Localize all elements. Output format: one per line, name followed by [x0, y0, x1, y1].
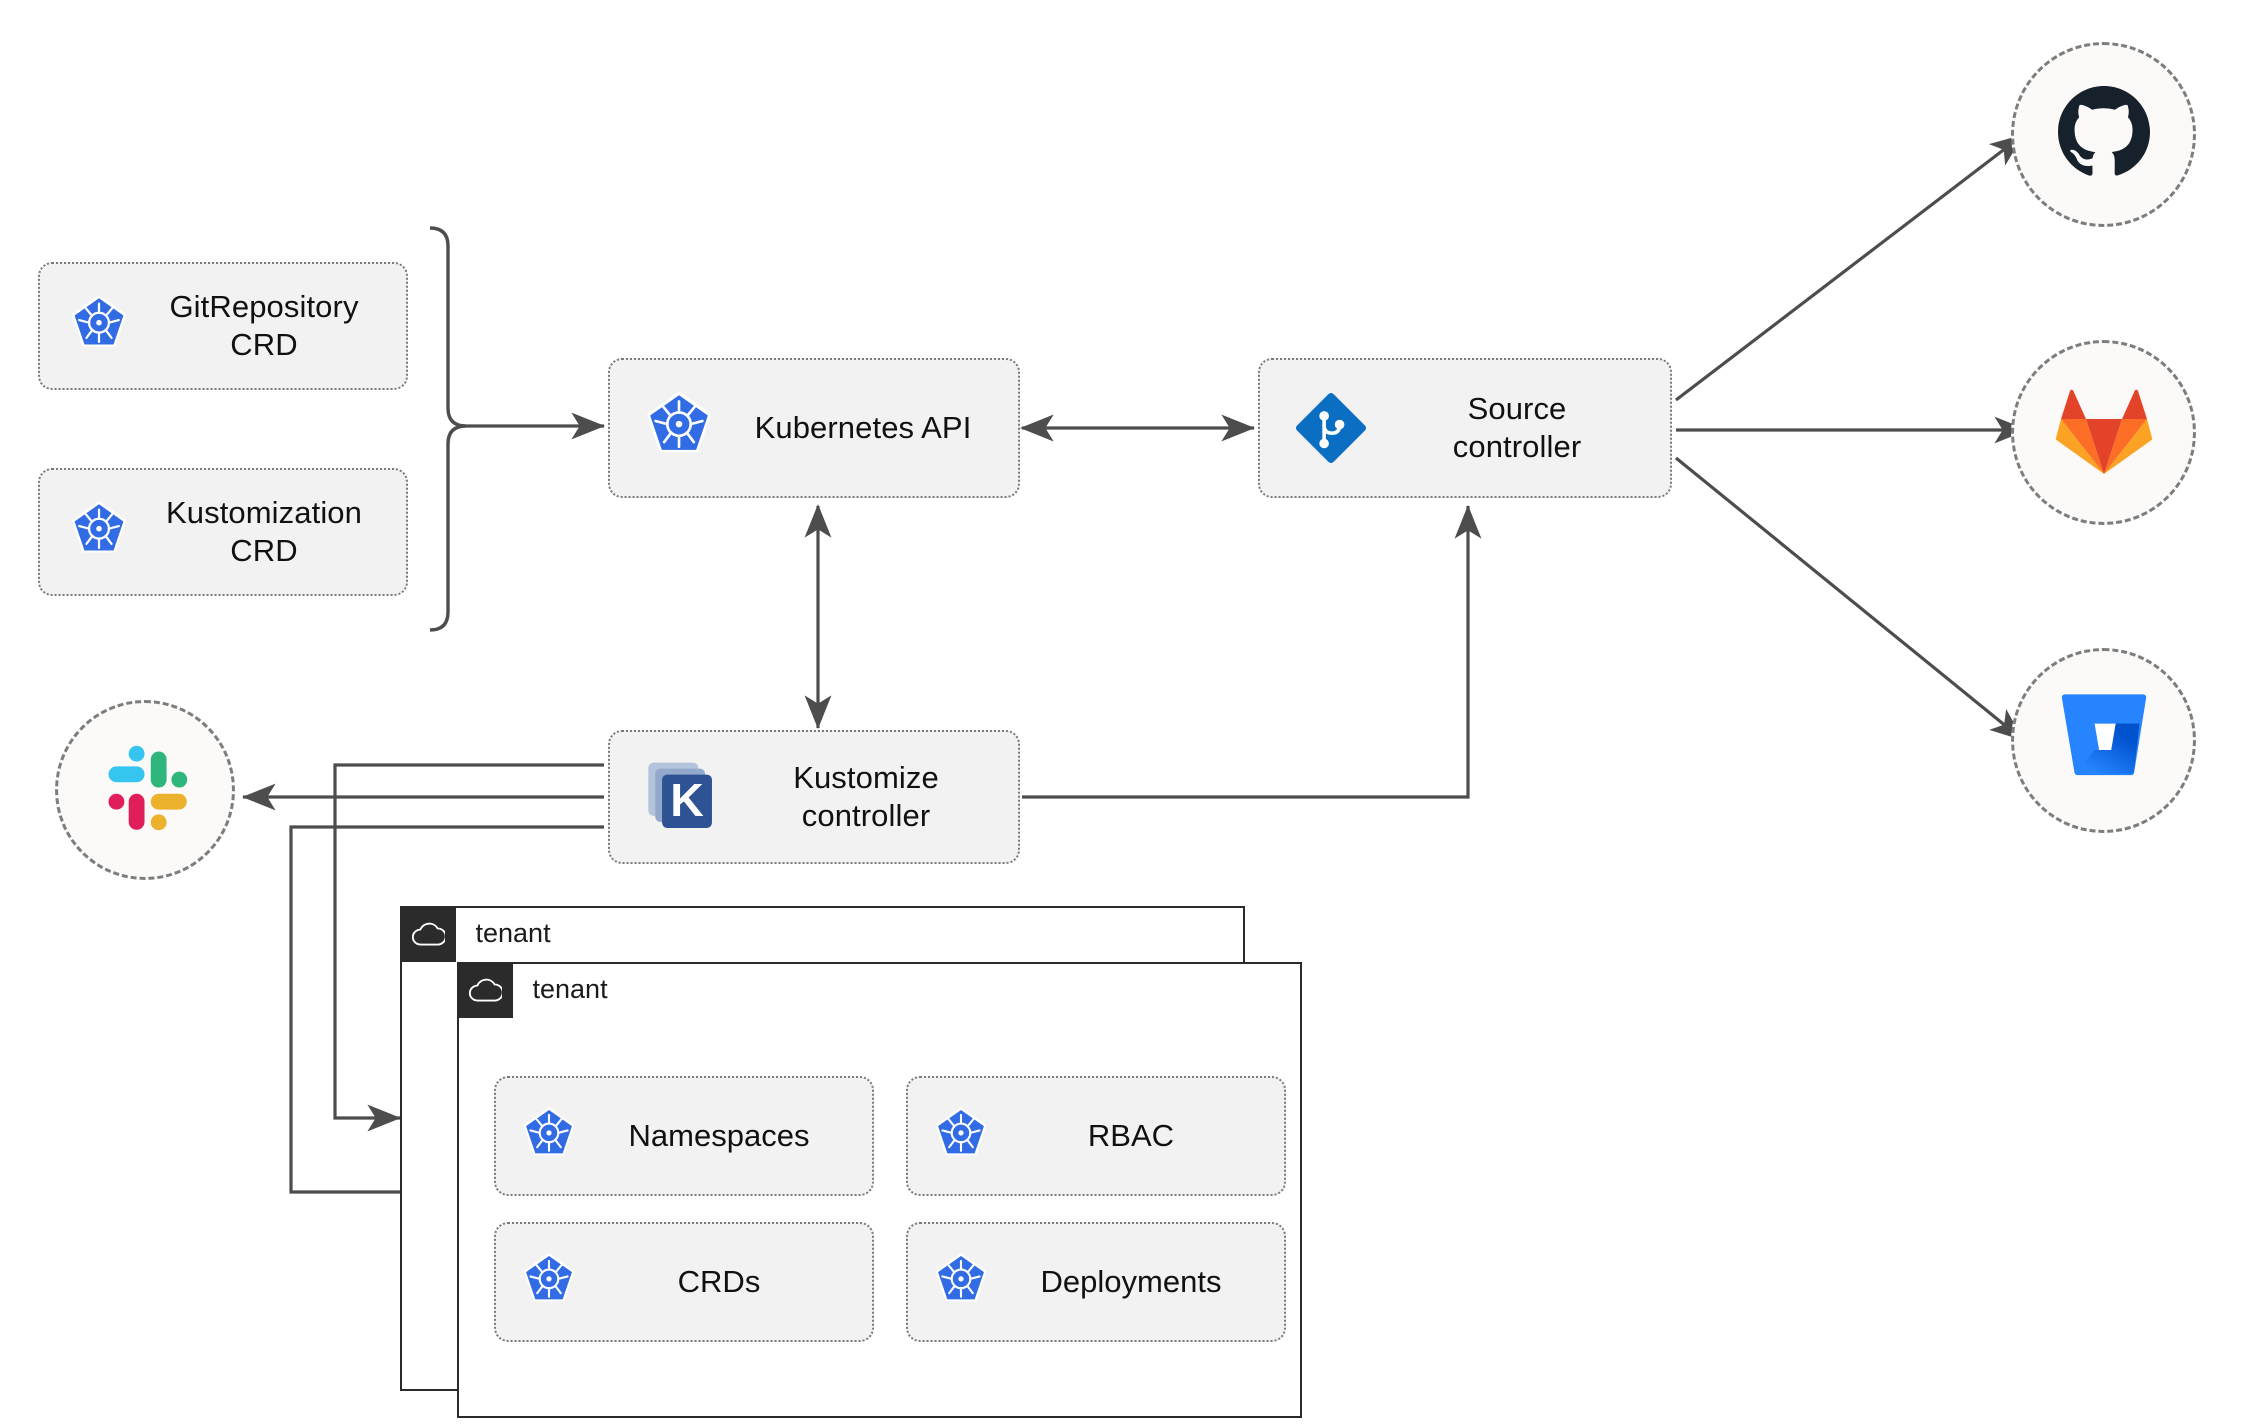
resource-label: Deployments: [1040, 1264, 1222, 1299]
resource-rbac[interactable]: RBAC: [906, 1076, 1286, 1196]
resource-crds[interactable]: CRDs: [494, 1222, 874, 1342]
edge-source-to-github: [1675, 133, 2024, 402]
kubernetes-icon: [908, 1105, 992, 1167]
service-gitlab[interactable]: [2011, 340, 2196, 525]
service-bitbucket[interactable]: [2011, 648, 2196, 833]
node-kubernetes-api[interactable]: Kubernetes API: [608, 358, 1020, 498]
kubernetes-icon: [496, 1251, 580, 1313]
resource-label: RBAC: [1087, 1118, 1175, 1153]
node-label: Kubernetes API: [754, 410, 972, 446]
tenant-header: tenant: [399, 905, 551, 962]
resource-namespaces[interactable]: Namespaces: [494, 1076, 874, 1196]
tenant-title: tenant: [475, 918, 551, 948]
kubernetes-icon: [40, 499, 132, 565]
tenant-header: tenant: [456, 961, 608, 1018]
gitlab-icon: [2054, 382, 2154, 483]
tenant-title: tenant: [532, 974, 608, 1004]
kubernetes-icon: [496, 1105, 580, 1167]
cloud-icon: [399, 905, 456, 962]
edge-kustomize-to-source-controller: [1022, 505, 1482, 799]
node-label: Source controller: [1452, 391, 1582, 464]
service-slack[interactable]: [55, 700, 235, 880]
slack-icon: [97, 740, 193, 841]
cloud-icon: [456, 961, 513, 1018]
resource-label: CRDs: [677, 1264, 761, 1299]
node-label: Kustomize controller: [793, 760, 939, 833]
kustomize-icon: K: [610, 754, 724, 840]
tenant-resource-grid: Namespaces: [494, 1076, 1286, 1342]
tenant-panel-front[interactable]: tenant: [456, 961, 1302, 1418]
svg-text:K: K: [670, 774, 704, 826]
node-kustomize-controller[interactable]: K Kustomize controller: [608, 730, 1020, 864]
resource-deployments[interactable]: Deployments: [906, 1222, 1286, 1342]
bitbucket-icon: [2056, 692, 2152, 789]
kubernetes-icon: [610, 389, 718, 467]
node-source-controller[interactable]: Source controller: [1258, 358, 1672, 498]
resource-label: Namespaces: [628, 1118, 810, 1153]
service-github[interactable]: [2011, 42, 2196, 227]
crd-group-bracket: [429, 226, 467, 632]
kubernetes-icon: [40, 293, 132, 359]
github-icon: [2054, 82, 2154, 187]
source-controller-icon: [1260, 385, 1374, 471]
kubernetes-icon: [908, 1251, 992, 1313]
edge-source-to-bitbucket: [1674, 456, 2025, 742]
